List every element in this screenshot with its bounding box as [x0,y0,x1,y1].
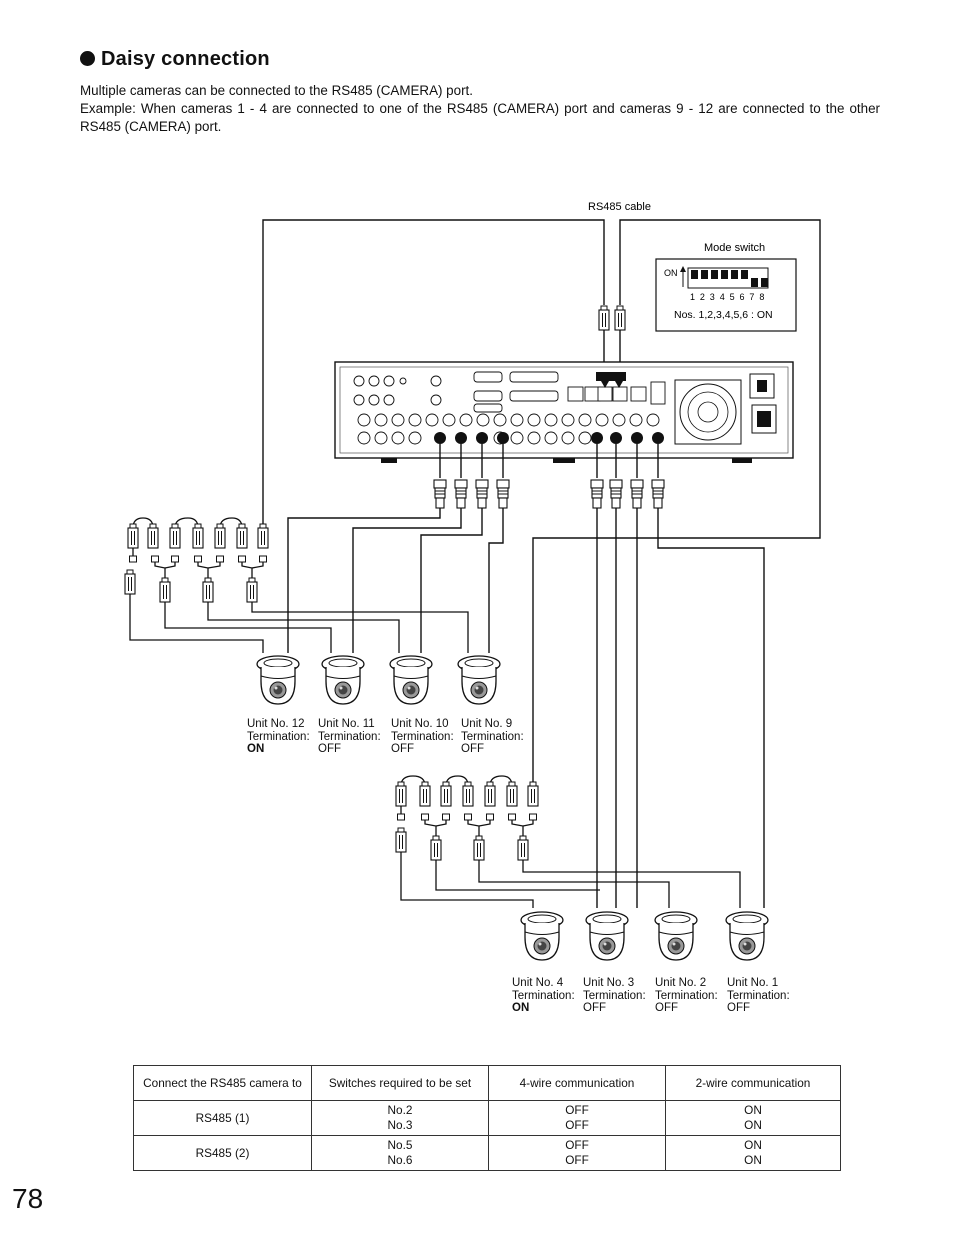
port-cell: RS485 (2) [133,1135,312,1171]
camera-caption-9: Unit No. 9 Termination: OFF [461,718,524,756]
camera-unit-2 [654,911,698,961]
table-header-row: Connect the RS485 camera to Switches req… [133,1065,841,1101]
four-wire-value: OFF [565,1153,589,1167]
two-wire-value: ON [744,1138,762,1152]
termination-label: Termination: [655,989,718,1002]
camera-unit-11 [321,655,365,705]
rs485-cable-label: RS485 cable [588,201,651,213]
termination-value: ON [512,1002,530,1015]
camera-unit-label: Unit No. 12 [247,718,305,730]
two-wire-value: ON [744,1103,762,1117]
example-text: Example: When cameras 1 - 4 are connecte… [80,101,880,134]
camera-unit-label: Unit No. 10 [391,718,449,730]
camera-caption-2: Unit No. 2 Termination: OFF [655,977,718,1015]
mode-switch-setting: Nos. 1,2,3,4,5,6 : ON [674,309,773,321]
camera-unit-label: Unit No. 11 [318,718,375,730]
two-wire-value: ON [744,1153,762,1167]
camera-unit-4 [520,911,564,961]
camera-caption-11: Unit No. 11 Termination: OFF [318,718,381,756]
column-header: 2-wire communication [665,1065,841,1101]
termination-label: Termination: [583,989,646,1002]
switch-value: No.6 [387,1153,413,1167]
camera-unit-12 [256,655,300,705]
section-heading: Daisy connection [80,48,270,71]
four-wire-value: OFF [565,1103,589,1117]
termination-value: OFF [727,1002,750,1015]
port-cell: RS485 (1) [133,1100,312,1136]
column-header: 4-wire communication [488,1065,666,1101]
camera-unit-label: Unit No. 4 [512,977,564,989]
camera-caption-4: Unit No. 4 Termination: ON [512,977,575,1015]
camera-caption-3: Unit No. 3 Termination: OFF [583,977,646,1015]
daisy-connection-diagram: RS485 cable Mode switch ON 1 2 3 4 5 6 7… [124,201,821,961]
camera-unit-10 [389,655,433,705]
termination-label: Termination: [461,730,524,743]
switch-value: No.2 [387,1103,413,1117]
camera-caption-10: Unit No. 10 Termination: OFF [391,718,454,756]
camera-unit-label: Unit No. 9 [461,718,513,730]
page-number: 78 [12,1183,44,1214]
termination-value: OFF [583,1002,606,1015]
camera-unit-1 [725,911,769,961]
mode-switch-title: Mode switch [704,242,765,254]
camera-unit-label: Unit No. 1 [727,977,779,989]
termination-label: Termination: [318,730,381,743]
termination-label: Termination: [391,730,454,743]
bullet-icon [80,51,95,66]
termination-label: Termination: [512,989,575,1002]
camera-caption-1: Unit No. 1 Termination: OFF [727,977,790,1015]
camera-unit-label: Unit No. 3 [583,977,635,989]
switch-value: No.5 [387,1138,413,1152]
camera-unit-label: Unit No. 2 [655,977,707,989]
four-wire-value: OFF [565,1118,589,1132]
mode-switch: Mode switch ON 1 2 3 4 5 6 7 8 Nos. 1,2,… [655,242,797,332]
camera-unit-9 [457,655,501,705]
switch-settings-table: Connect the RS485 camera to Switches req… [133,1065,841,1171]
termination-label: Termination: [247,730,310,743]
termination-value: OFF [391,743,414,756]
termination-value: OFF [318,743,341,756]
termination-label: Termination: [727,989,790,1002]
termination-value: ON [247,743,265,756]
camera-caption-12: Unit No. 12 Termination: ON [247,718,310,756]
intro-text: Multiple cameras can be connected to the… [80,83,473,98]
column-header: Switches required to be set [311,1065,489,1101]
switch-value: No.3 [387,1118,413,1132]
two-wire-value: ON [744,1118,762,1132]
heading-text: Daisy connection [101,48,270,70]
four-wire-value: OFF [565,1138,589,1152]
termination-value: OFF [655,1002,678,1015]
termination-value: OFF [461,743,484,756]
mode-switch-on-label: ON [664,268,678,278]
recorder-rear-panel [334,361,794,463]
column-header: Connect the RS485 camera to [133,1065,312,1101]
camera-unit-3 [585,911,629,961]
mode-switch-numbers: 1 2 3 4 5 6 7 8 [690,292,766,302]
